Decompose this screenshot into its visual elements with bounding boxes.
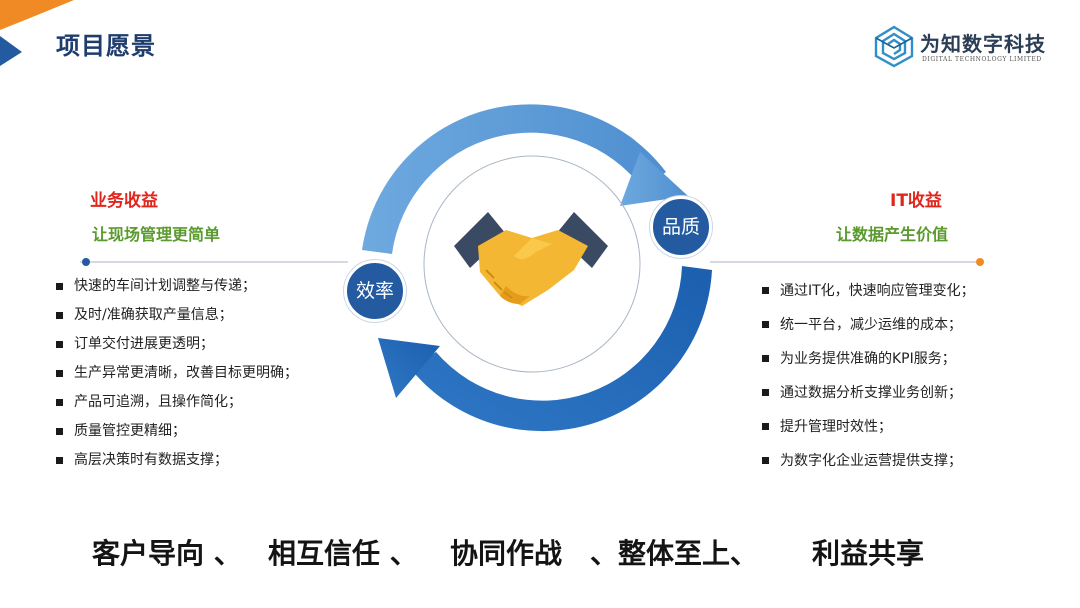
- logo-tagline: DIGITAL TECHNOLOGY LIMITED: [922, 56, 1042, 63]
- slogan-trust: 相互信任 、: [268, 537, 418, 570]
- slogan-shared: 利益共享: [812, 537, 925, 570]
- it-benefit-heading: IT收益: [890, 191, 942, 211]
- list-item: 为业务提供准确的KPI服务；: [760, 342, 975, 376]
- company-logo: 为知数字科技 DIGITAL TECHNOLOGY LIMITED: [872, 24, 1052, 68]
- list-item: 为数字化企业运营提供支撑；: [760, 444, 975, 478]
- quality-badge: 品质: [650, 196, 712, 258]
- business-benefit-heading: 业务收益: [90, 191, 158, 211]
- slogan-collaboration: 协同作战: [450, 537, 563, 570]
- handshake-icon: [454, 212, 608, 306]
- efficiency-badge: 效率: [344, 260, 406, 322]
- it-benefit-subheading: 让数据产生价值: [836, 225, 949, 244]
- slogan-whole: 、整体至上、: [590, 537, 759, 570]
- lower-cycle-arrow: [378, 266, 712, 432]
- list-item: 质量管控更精细；: [54, 417, 298, 446]
- logo-mark-icon: [874, 25, 914, 68]
- corner-decoration: [0, 0, 74, 66]
- list-item: 订单交付进展更透明；: [54, 330, 298, 359]
- list-item: 生产异常更清晰，改善目标更明确；: [54, 359, 298, 388]
- list-item: 高层决策时有数据支撑；: [54, 446, 298, 475]
- list-item: 提升管理时效性；: [760, 410, 975, 444]
- page-title: 项目愿景: [56, 32, 156, 60]
- list-item: 通过IT化，快速响应管理变化；: [760, 274, 975, 308]
- logo-name: 为知数字科技: [920, 32, 1046, 56]
- list-item: 快速的车间计划调整与传递；: [54, 272, 298, 301]
- slogan-customer: 客户导向 、: [92, 537, 242, 570]
- list-item: 统一平台，减少运维的成本；: [760, 308, 975, 342]
- upper-cycle-arrow: [362, 104, 688, 254]
- business-benefit-list: 快速的车间计划调整与传递； 及时/准确获取产量信息； 订单交付进展更透明； 生产…: [54, 272, 298, 475]
- list-item: 及时/准确获取产量信息；: [54, 301, 298, 330]
- list-item: 通过数据分析支撑业务创新；: [760, 376, 975, 410]
- business-benefit-subheading: 让现场管理更简单: [92, 225, 221, 244]
- it-benefit-list: 通过IT化，快速响应管理变化； 统一平台，减少运维的成本； 为业务提供准确的KP…: [760, 274, 975, 478]
- list-item: 产品可追溯，且操作简化；: [54, 388, 298, 417]
